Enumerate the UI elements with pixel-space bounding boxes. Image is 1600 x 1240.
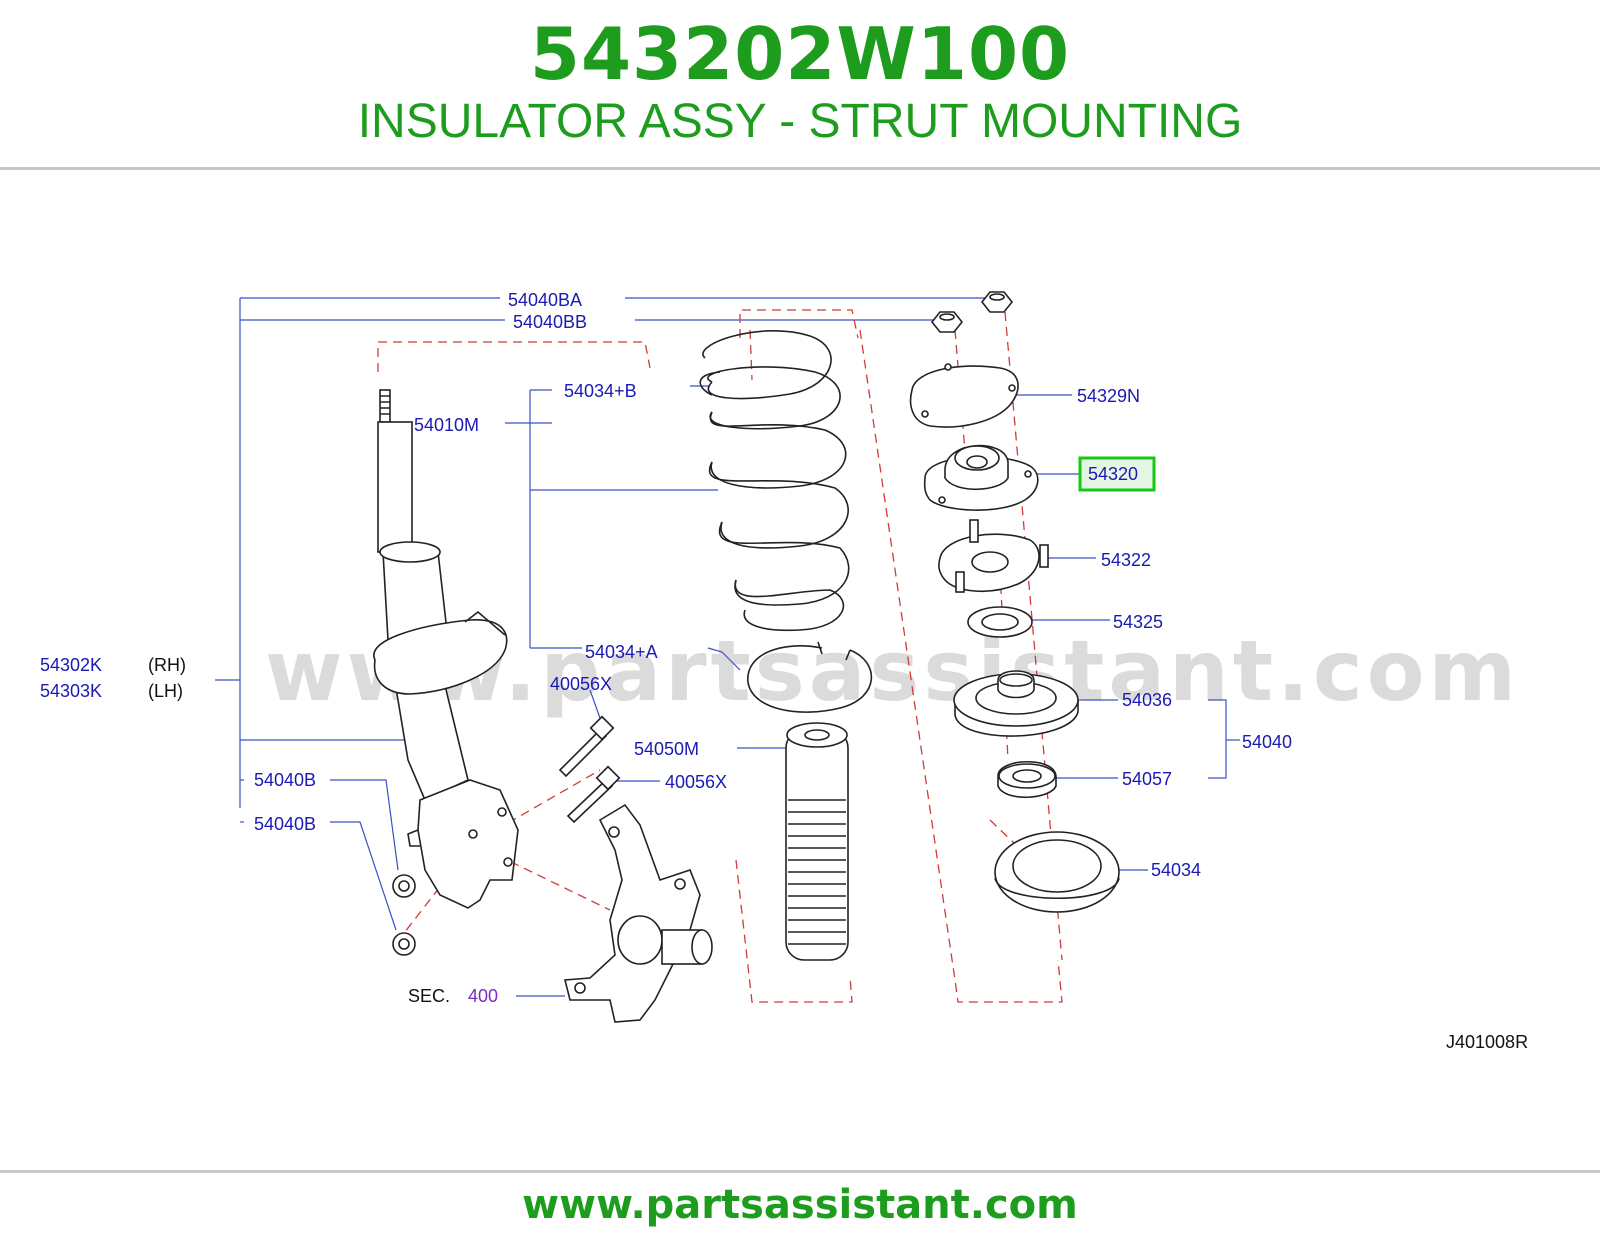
plate-54322	[938, 519, 1049, 593]
strut-assembly	[373, 389, 519, 909]
part-number-title: 543202W100	[529, 12, 1071, 96]
rubber-seat-54034	[994, 831, 1120, 913]
page-header: 543202W100 INSULATOR ASSY - STRUT MOUNTI…	[0, 0, 1600, 168]
coil-spring	[699, 330, 850, 632]
label-54329n[interactable]: 54329N	[1077, 386, 1140, 406]
label-54010m[interactable]: 54010M	[414, 415, 479, 435]
label-sec-400[interactable]: 400	[468, 986, 498, 1006]
insulator-54320	[923, 444, 1039, 511]
diagram-code: J401008R	[1446, 1032, 1528, 1052]
strut-group-leaders	[215, 297, 985, 997]
dust-boot	[785, 722, 849, 961]
spring-lower-ring	[747, 641, 873, 713]
bearing-54036	[953, 670, 1079, 737]
part-labels: 54040BA 54040BB 54034+B 54010M 54329N 54…	[40, 290, 1528, 1052]
part-name-subtitle: INSULATOR ASSY - STRUT MOUNTING	[357, 95, 1243, 148]
label-40056x-lower[interactable]: 40056X	[665, 772, 727, 792]
washer-54325	[967, 606, 1033, 638]
nuts-54040b	[392, 874, 416, 956]
label-54302k[interactable]: 54302K	[40, 655, 102, 675]
label-lh: (LH)	[148, 681, 183, 701]
label-sec-prefix: SEC.	[408, 986, 450, 1006]
bolts-40056x	[558, 715, 621, 824]
label-54040b-upper[interactable]: 54040B	[254, 770, 316, 790]
header-divider	[0, 167, 1600, 170]
highlight-box-54320[interactable]	[1078, 456, 1156, 492]
label-54322[interactable]: 54322	[1101, 550, 1151, 570]
label-54040b-lower[interactable]: 54040B	[254, 814, 316, 834]
plate-54329n	[909, 363, 1019, 428]
label-54040[interactable]: 54040	[1242, 732, 1292, 752]
footer-site-url[interactable]: www.partsassistant.com	[522, 1182, 1078, 1228]
nut-54040bb	[930, 311, 964, 333]
label-54034a[interactable]: 54034+A	[585, 642, 658, 662]
steering-knuckle	[563, 803, 713, 1023]
label-40056x-upper[interactable]: 40056X	[550, 674, 612, 694]
bearing-54057	[997, 760, 1057, 798]
label-54036[interactable]: 54036	[1122, 690, 1172, 710]
nut-54040ba	[980, 291, 1014, 313]
footer-divider	[0, 1170, 1600, 1173]
label-54034[interactable]: 54034	[1151, 860, 1201, 880]
label-54040bb[interactable]: 54040BB	[513, 312, 587, 332]
label-54325[interactable]: 54325	[1113, 612, 1163, 632]
label-54034b[interactable]: 54034+B	[564, 381, 637, 401]
label-54040ba[interactable]: 54040BA	[508, 290, 582, 310]
label-54303k[interactable]: 54303K	[40, 681, 102, 701]
label-rh: (RH)	[148, 655, 186, 675]
label-54050m[interactable]: 54050M	[634, 739, 699, 759]
label-54057[interactable]: 54057	[1122, 769, 1172, 789]
label-54320[interactable]: 54320	[1088, 464, 1138, 484]
